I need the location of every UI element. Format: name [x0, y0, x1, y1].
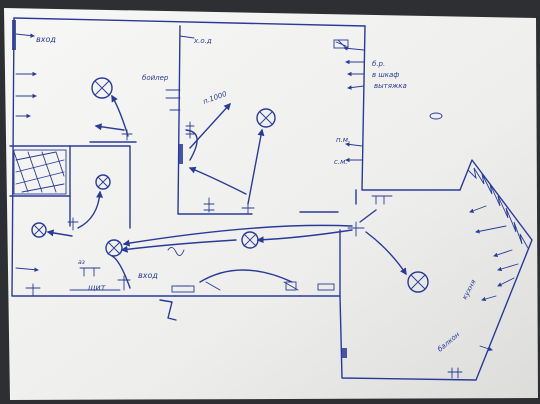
label-boiler: бойлер	[142, 74, 169, 82]
wavy-mark	[167, 247, 185, 256]
light-fixtures	[31, 77, 443, 293]
label-mid-right-1: п.м.	[336, 136, 350, 144]
hatched-area	[13, 149, 67, 195]
label-top-center: х.о.д	[193, 37, 212, 45]
light-fixture-icon	[429, 112, 443, 120]
label-top-left-entry: вход	[36, 35, 56, 44]
light-fixture-icon	[91, 77, 113, 99]
wiring-lines	[46, 94, 407, 321]
label-shield: щит	[88, 283, 106, 292]
light-fixture-icon	[256, 108, 276, 128]
walls	[9, 17, 533, 381]
radiator-zigzag	[467, 167, 529, 249]
label-bottom-small: аз	[78, 259, 85, 266]
light-fixture-icon	[407, 271, 429, 293]
light-fixture-icon	[31, 222, 47, 238]
label-bottom-entry: вход	[138, 271, 158, 280]
light-fixture-icon	[95, 174, 111, 190]
outlet-marks	[15, 33, 519, 351]
label-right-2: в шкаф	[372, 71, 399, 79]
marker-dots	[12, 20, 347, 358]
label-right-3: вытяжка	[374, 82, 407, 90]
paper-sheet	[4, 8, 538, 400]
switch-marks	[25, 39, 463, 379]
label-right-1: б.р.	[372, 60, 385, 68]
label-mid-right-2: с.м.	[334, 158, 348, 166]
